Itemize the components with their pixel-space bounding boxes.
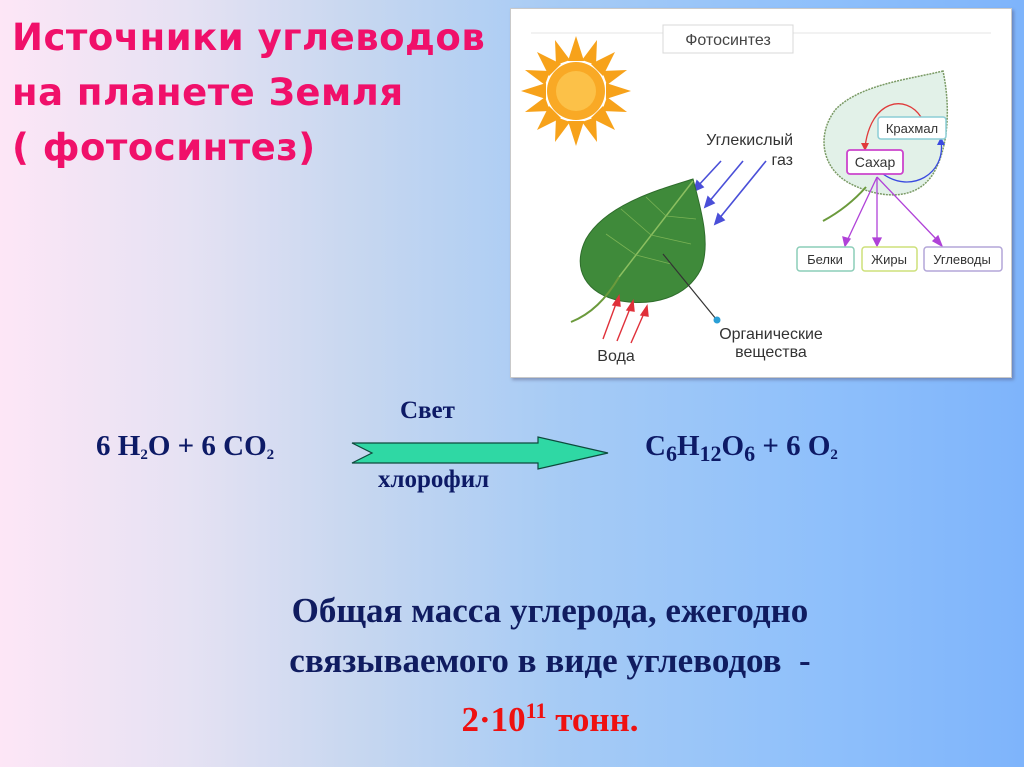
value-base: 2·10 [461,700,526,739]
summary-line-2: связываемого в виде углеводов - [289,641,811,680]
equation-reactants: 6 H2O + 6 CO2 [96,430,274,464]
product-text-3: O [721,430,745,462]
reactant-sub-1: 2 [140,447,148,463]
condition-light: Свет [400,397,455,424]
title-line-1: Источники углеводов [12,16,486,59]
organic-label-line2: вещества [735,344,807,361]
proteins-label: Белки [807,252,843,267]
product-arrows [842,176,944,248]
reactant-text-1: 6 H [96,430,141,462]
summary-value: 2·1011 тонн. [150,686,950,745]
organic-label-line1: Органические [719,326,823,343]
product-text-4: + 6 O [755,430,831,462]
water-arrows [602,293,649,344]
slide-title: Источники углеводов на планете Земля ( ф… [12,10,502,175]
starch-label: Крахмал [886,121,938,136]
leaf-outline-icon [822,70,949,222]
fats-label: Жиры [871,252,907,267]
co2-label-line1: Углекислый [706,132,793,149]
reaction-arrow-icon [351,436,609,470]
product-sub-1: 6 [665,441,677,466]
value-unit: тонн. [546,700,639,739]
photosynthesis-figure: Фотосинтез [510,8,1012,378]
condition-chlorophyll: хлорофил [378,466,490,493]
reactant-text-2: O + 6 CO [147,430,267,462]
product-text-2: H [676,430,700,462]
title-line-3: ( фотосинтез) [12,126,316,169]
summary-line-1: Общая масса углерода, ежегодно [291,591,809,630]
value-exponent: 11 [525,698,547,723]
sugar-label: Сахар [855,154,896,170]
equation-products: C6H12O6 + 6 O2 [645,430,838,467]
figure-heading: Фотосинтез [685,32,771,49]
sun-icon [521,36,631,146]
product-sub-2: 12 [699,441,722,466]
product-sub-3: 6 [744,441,756,466]
carbs-label: Углеводы [933,252,991,267]
title-line-2: на планете Земля [12,71,404,114]
leaf-icon [570,178,706,323]
reactant-sub-2: 2 [266,447,275,463]
product-text-1: C [645,430,666,462]
co2-arrows [692,160,767,226]
co2-label-line2: газ [771,152,793,169]
summary-text: Общая масса углерода, ежегодно связываем… [150,586,950,745]
product-sub-4: 2 [830,447,838,463]
water-label: Вода [597,348,635,365]
